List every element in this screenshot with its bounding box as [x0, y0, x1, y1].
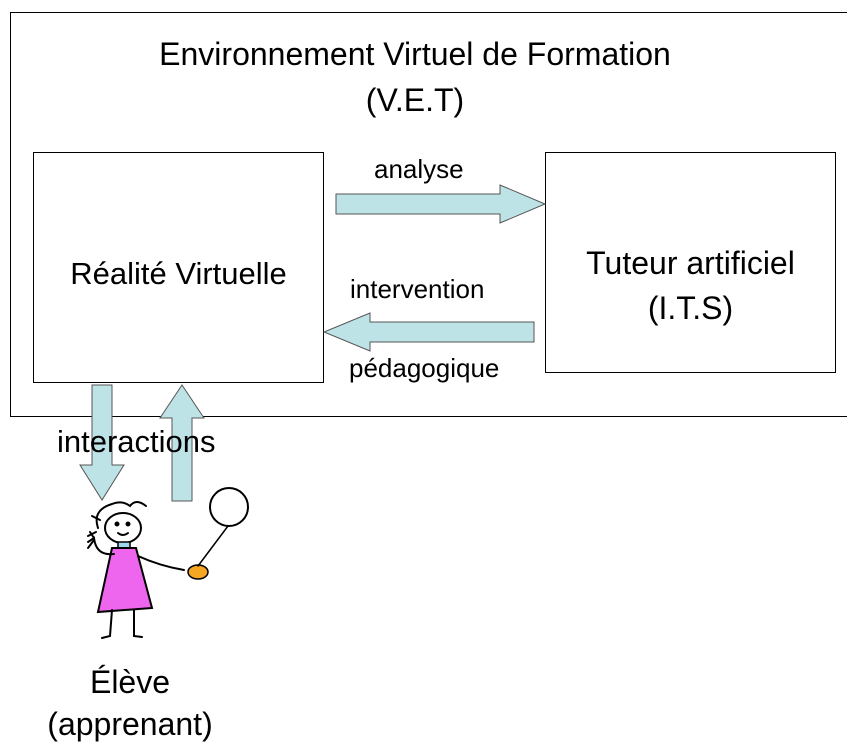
- learner-label-line2: (apprenant): [47, 706, 213, 742]
- tutor-label-line2: (I.T.S): [647, 290, 734, 326]
- interaction-up-arrow: [159, 384, 205, 502]
- learner-figure: [87, 487, 249, 639]
- environment-title-line2: (V.E.T): [365, 82, 465, 118]
- analyse-label: analyse: [374, 154, 464, 184]
- environment-title-line1: Environnement Virtuel de Formation: [159, 36, 671, 72]
- interaction-down-arrow: [79, 384, 125, 501]
- analyse-arrow: [335, 184, 547, 224]
- pedagogique-label: pédagogique: [349, 353, 500, 383]
- environment-title: Environnement Virtuel de Formation: [90, 38, 740, 70]
- tutor-label-line1: Tuteur artificiel: [586, 245, 795, 281]
- intervention-arrow: [322, 312, 535, 352]
- virtual-reality-label: Réalité Virtuelle: [70, 256, 287, 291]
- tutor-box: [545, 152, 836, 373]
- intervention-label: intervention: [350, 274, 485, 304]
- virtual-reality-box: [33, 152, 324, 383]
- learner-label-line1: Élève: [89, 664, 171, 700]
- environment-subtitle: (V.E.T): [90, 84, 740, 116]
- interactions-label: interactions: [57, 424, 216, 459]
